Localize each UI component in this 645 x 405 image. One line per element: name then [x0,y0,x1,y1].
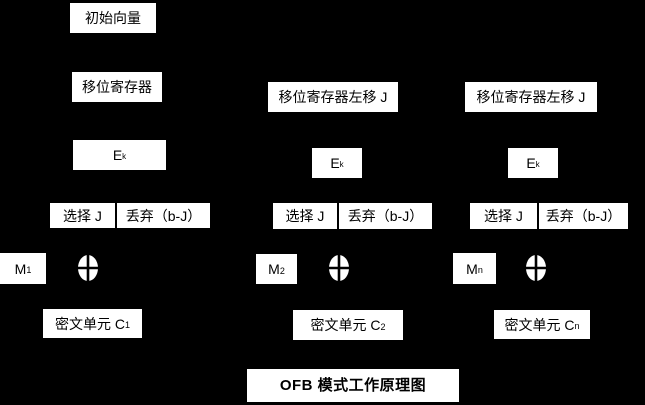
encryptor-label: E [112,147,123,163]
plaintext-label: M [268,261,280,277]
select-box-3: 选择 J [470,203,537,229]
diagram-title: OFB 模式工作原理图 [247,369,459,402]
discard-box-3: 丢弃（b-J） [539,203,628,229]
xor-icon-3 [526,255,546,281]
discard-box-2: 丢弃（b-J） [339,203,432,229]
initial-vector-box: 初始向量 [70,3,156,33]
ciphertext-label: 密文单元 C [310,317,381,333]
plaintext-subscript: 2 [279,265,285,276]
ciphertext-subscript: n [574,321,580,331]
encryptor-label: E [330,155,340,171]
plaintext-label: M [466,260,478,277]
select-box-1: 选择 J [50,203,115,228]
shift-register-box-3: 移位寄存器左移 J [465,82,597,112]
shift-register-box-2: 移位寄存器左移 J [268,82,398,112]
ciphertext-label: 密文单元 C [54,315,125,332]
discard-box-1: 丢弃（b-J） [117,203,210,228]
xor-icon-1 [78,255,98,281]
xor-icon-2 [329,255,349,281]
shift-register-box-1: 移位寄存器 [72,72,162,102]
ciphertext-subscript: 1 [124,320,130,330]
encryptor-subscript: k [122,152,127,161]
ciphertext-subscript: 2 [380,321,386,332]
encryptor-subscript: k [535,160,540,169]
plaintext-label: M [14,260,27,277]
plaintext-subscript: 1 [26,265,32,275]
encryptor-label: E [526,155,536,171]
plaintext-subscript: n [477,265,483,275]
select-box-2: 选择 J [273,203,337,229]
ciphertext-label: 密文单元 C [504,316,575,333]
encryptor-subscript: k [339,160,344,169]
